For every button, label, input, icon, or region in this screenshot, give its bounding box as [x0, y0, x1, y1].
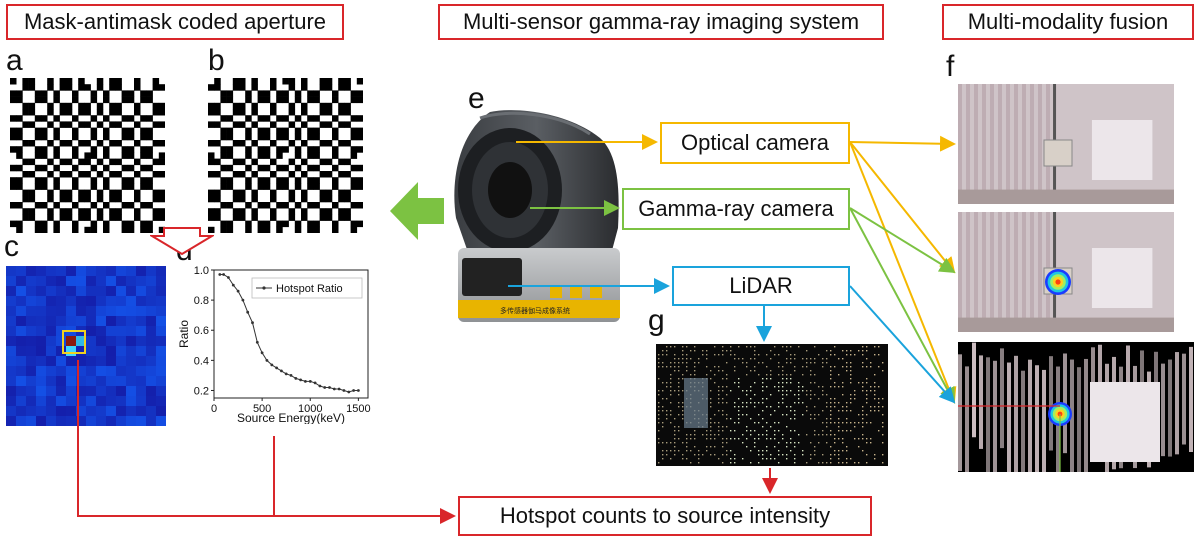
x-tick-label: 0 [211, 403, 217, 415]
data-point [328, 386, 331, 389]
data-point [342, 389, 346, 392]
y-tick-label: 0.6 [194, 325, 209, 337]
y-axis-label: Ratio [177, 320, 191, 348]
data-point [294, 377, 298, 380]
data-point [313, 381, 317, 385]
data-point [337, 387, 341, 391]
data-point [260, 351, 264, 355]
data-point [265, 359, 269, 362]
x-axis-label: Source Energy(keV) [237, 411, 345, 424]
data-point [218, 273, 222, 276]
green-arrow-icon [390, 182, 444, 240]
gamma-overlay-image [958, 212, 1174, 332]
panel-label-b: b [208, 44, 225, 77]
data-point [255, 340, 259, 344]
y-tick-label: 0.8 [194, 295, 209, 307]
panel-label-f: f [946, 50, 955, 83]
data-point [280, 369, 283, 373]
y-tick-label: 0.2 [194, 385, 209, 397]
optical-camera-box: Optical camera [660, 122, 850, 164]
gamma-camera-device: 多传感器伽马成像系统 [454, 110, 620, 322]
y-tick-label: 0.4 [194, 355, 209, 367]
panel-label-c: c [4, 230, 19, 263]
header-imaging-system: Multi-sensor gamma-ray imaging system [438, 4, 884, 40]
data-point [270, 363, 274, 367]
data-point [304, 380, 307, 383]
antimask-pattern [208, 78, 363, 233]
data-point [332, 387, 336, 391]
x-tick-label: 1500 [346, 403, 370, 415]
data-point [299, 378, 302, 382]
lidar-point-cloud [656, 344, 888, 466]
fusion-image [958, 342, 1194, 472]
data-point [231, 283, 235, 287]
data-point [352, 389, 355, 392]
data-point [284, 372, 288, 376]
mask-pattern [10, 78, 165, 233]
lidar-box: LiDAR [672, 266, 850, 306]
optical-image [958, 84, 1174, 204]
device-plate-text: 多传感器伽马成像系统 [500, 306, 570, 315]
data-point [251, 321, 254, 325]
legend-label: Hotspot Ratio [276, 283, 343, 295]
panel-label-e: e [468, 82, 485, 115]
header-coded-aperture: Mask-antimask coded aperture [6, 4, 344, 40]
hotspot-intensity-box: Hotspot counts to source intensity [458, 496, 872, 536]
y-tick-label: 1.0 [194, 265, 209, 277]
header-modality-fusion: Multi-modality fusion [942, 4, 1194, 40]
hotspot-heatmap [6, 266, 166, 426]
data-point [347, 390, 351, 394]
data-point [357, 389, 360, 392]
data-point [323, 386, 327, 389]
chart-legend: Hotspot Ratio [251, 277, 363, 299]
data-point [222, 273, 225, 276]
data-point [246, 310, 250, 314]
data-point [308, 380, 312, 383]
data-point [318, 384, 322, 388]
data-point [289, 374, 293, 377]
gamma-camera-box: Gamma-ray camera [622, 188, 850, 230]
panel-label-g: g [648, 304, 665, 337]
data-point [275, 366, 278, 370]
panel-label-a: a [6, 44, 23, 77]
data-point [236, 289, 240, 293]
down-arrow-icon [150, 227, 214, 256]
data-point [227, 276, 230, 279]
data-point [241, 298, 245, 302]
